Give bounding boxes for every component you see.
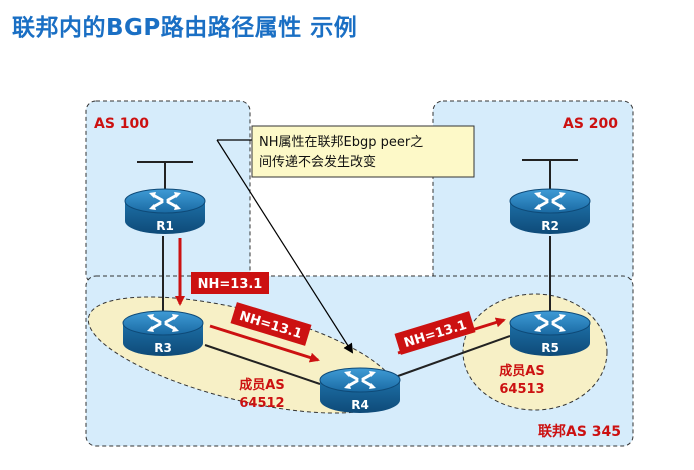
router-r3-label: R3 [154, 341, 172, 355]
router-links [162, 236, 551, 385]
r2-external-link [522, 159, 578, 190]
as100-label: AS 100 [94, 116, 149, 132]
router-r2-label: R2 [541, 219, 559, 233]
router-r2[interactable]: R2 [508, 188, 592, 236]
router-r5-label: R5 [541, 341, 559, 355]
router-r1[interactable]: R1 [123, 188, 207, 236]
router-r5[interactable]: R5 [508, 310, 592, 358]
confederation-label: 联邦AS 345 [538, 423, 621, 440]
member-as-left-line1: 成员AS [239, 377, 284, 393]
r1-external-link [137, 161, 193, 190]
note-line-1: NH属性在联邦Ebgp peer之 [259, 135, 423, 150]
note-callout: NH属性在联邦Ebgp peer之 间传递不会发生改变 [251, 125, 475, 178]
router-r3[interactable]: R3 [121, 310, 205, 358]
router-r4-label: R4 [351, 398, 369, 412]
note-pointer-arrow [216, 139, 354, 354]
router-r4[interactable]: R4 [318, 367, 402, 415]
router-r1-label: R1 [156, 219, 174, 233]
member-as-right-line1: 成员AS [499, 363, 544, 379]
as200-label: AS 200 [563, 116, 618, 132]
svg-text:NH=13.1: NH=13.1 [198, 277, 263, 292]
member-as-right-line2: 64513 [499, 382, 544, 397]
member-as-left-line2: 64512 [239, 396, 284, 411]
page-title: 联邦内的BGP路由路径属性 示例 [12, 15, 358, 41]
advertisement-arrow-r3-to-r4 [209, 324, 320, 363]
next-hop-label-1: NH=13.1 [191, 272, 269, 294]
note-line-2: 间传递不会发生改变 [259, 154, 376, 170]
